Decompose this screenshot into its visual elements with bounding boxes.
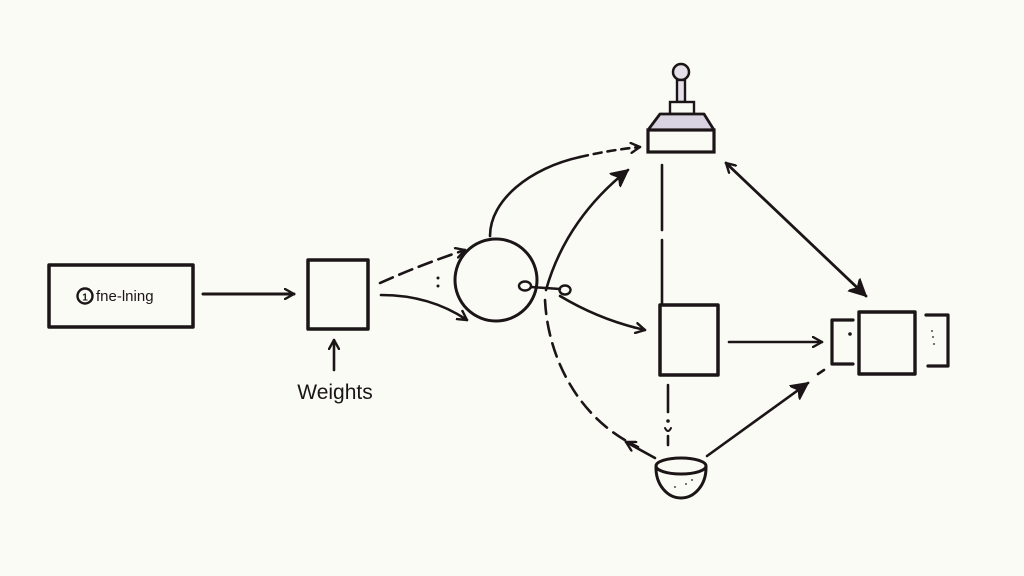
- arrow-circle-to-middle-box: [558, 294, 647, 330]
- weights-label: Weights: [297, 381, 372, 404]
- input-box: 1 fne-lning: [47, 263, 195, 329]
- bowl-icon: [654, 456, 708, 500]
- arrow-model-to-circle-dashed: [378, 250, 467, 285]
- arrow-model-to-circle-solid: [379, 293, 469, 322]
- arrow-joystick-output-bidirectional: [724, 161, 868, 298]
- joystick-icon: [646, 62, 716, 154]
- dots-icon: [436, 276, 440, 288]
- middle-box: [658, 303, 720, 377]
- knot-icon: [517, 280, 572, 296]
- input-box-label: fne-lning: [96, 288, 154, 305]
- arrow-circle-to-joystick-solid: [488, 155, 582, 238]
- number-one-circle-icon: 1: [76, 287, 94, 305]
- model-box: [306, 258, 370, 331]
- arrow-circle-to-joystick-dashed: [578, 147, 642, 159]
- stacked-boxes-icon: [830, 310, 950, 376]
- step-number: 1: [82, 293, 88, 304]
- mixer-circle: [453, 237, 539, 323]
- input-box-frame: [47, 263, 195, 329]
- arrow-circle-up-to-joystick: [544, 168, 628, 292]
- arrow-bowl-to-output: [705, 381, 808, 458]
- arrow-bowl-to-circle: [543, 298, 640, 449]
- arrow-bowl-tip: [624, 440, 657, 460]
